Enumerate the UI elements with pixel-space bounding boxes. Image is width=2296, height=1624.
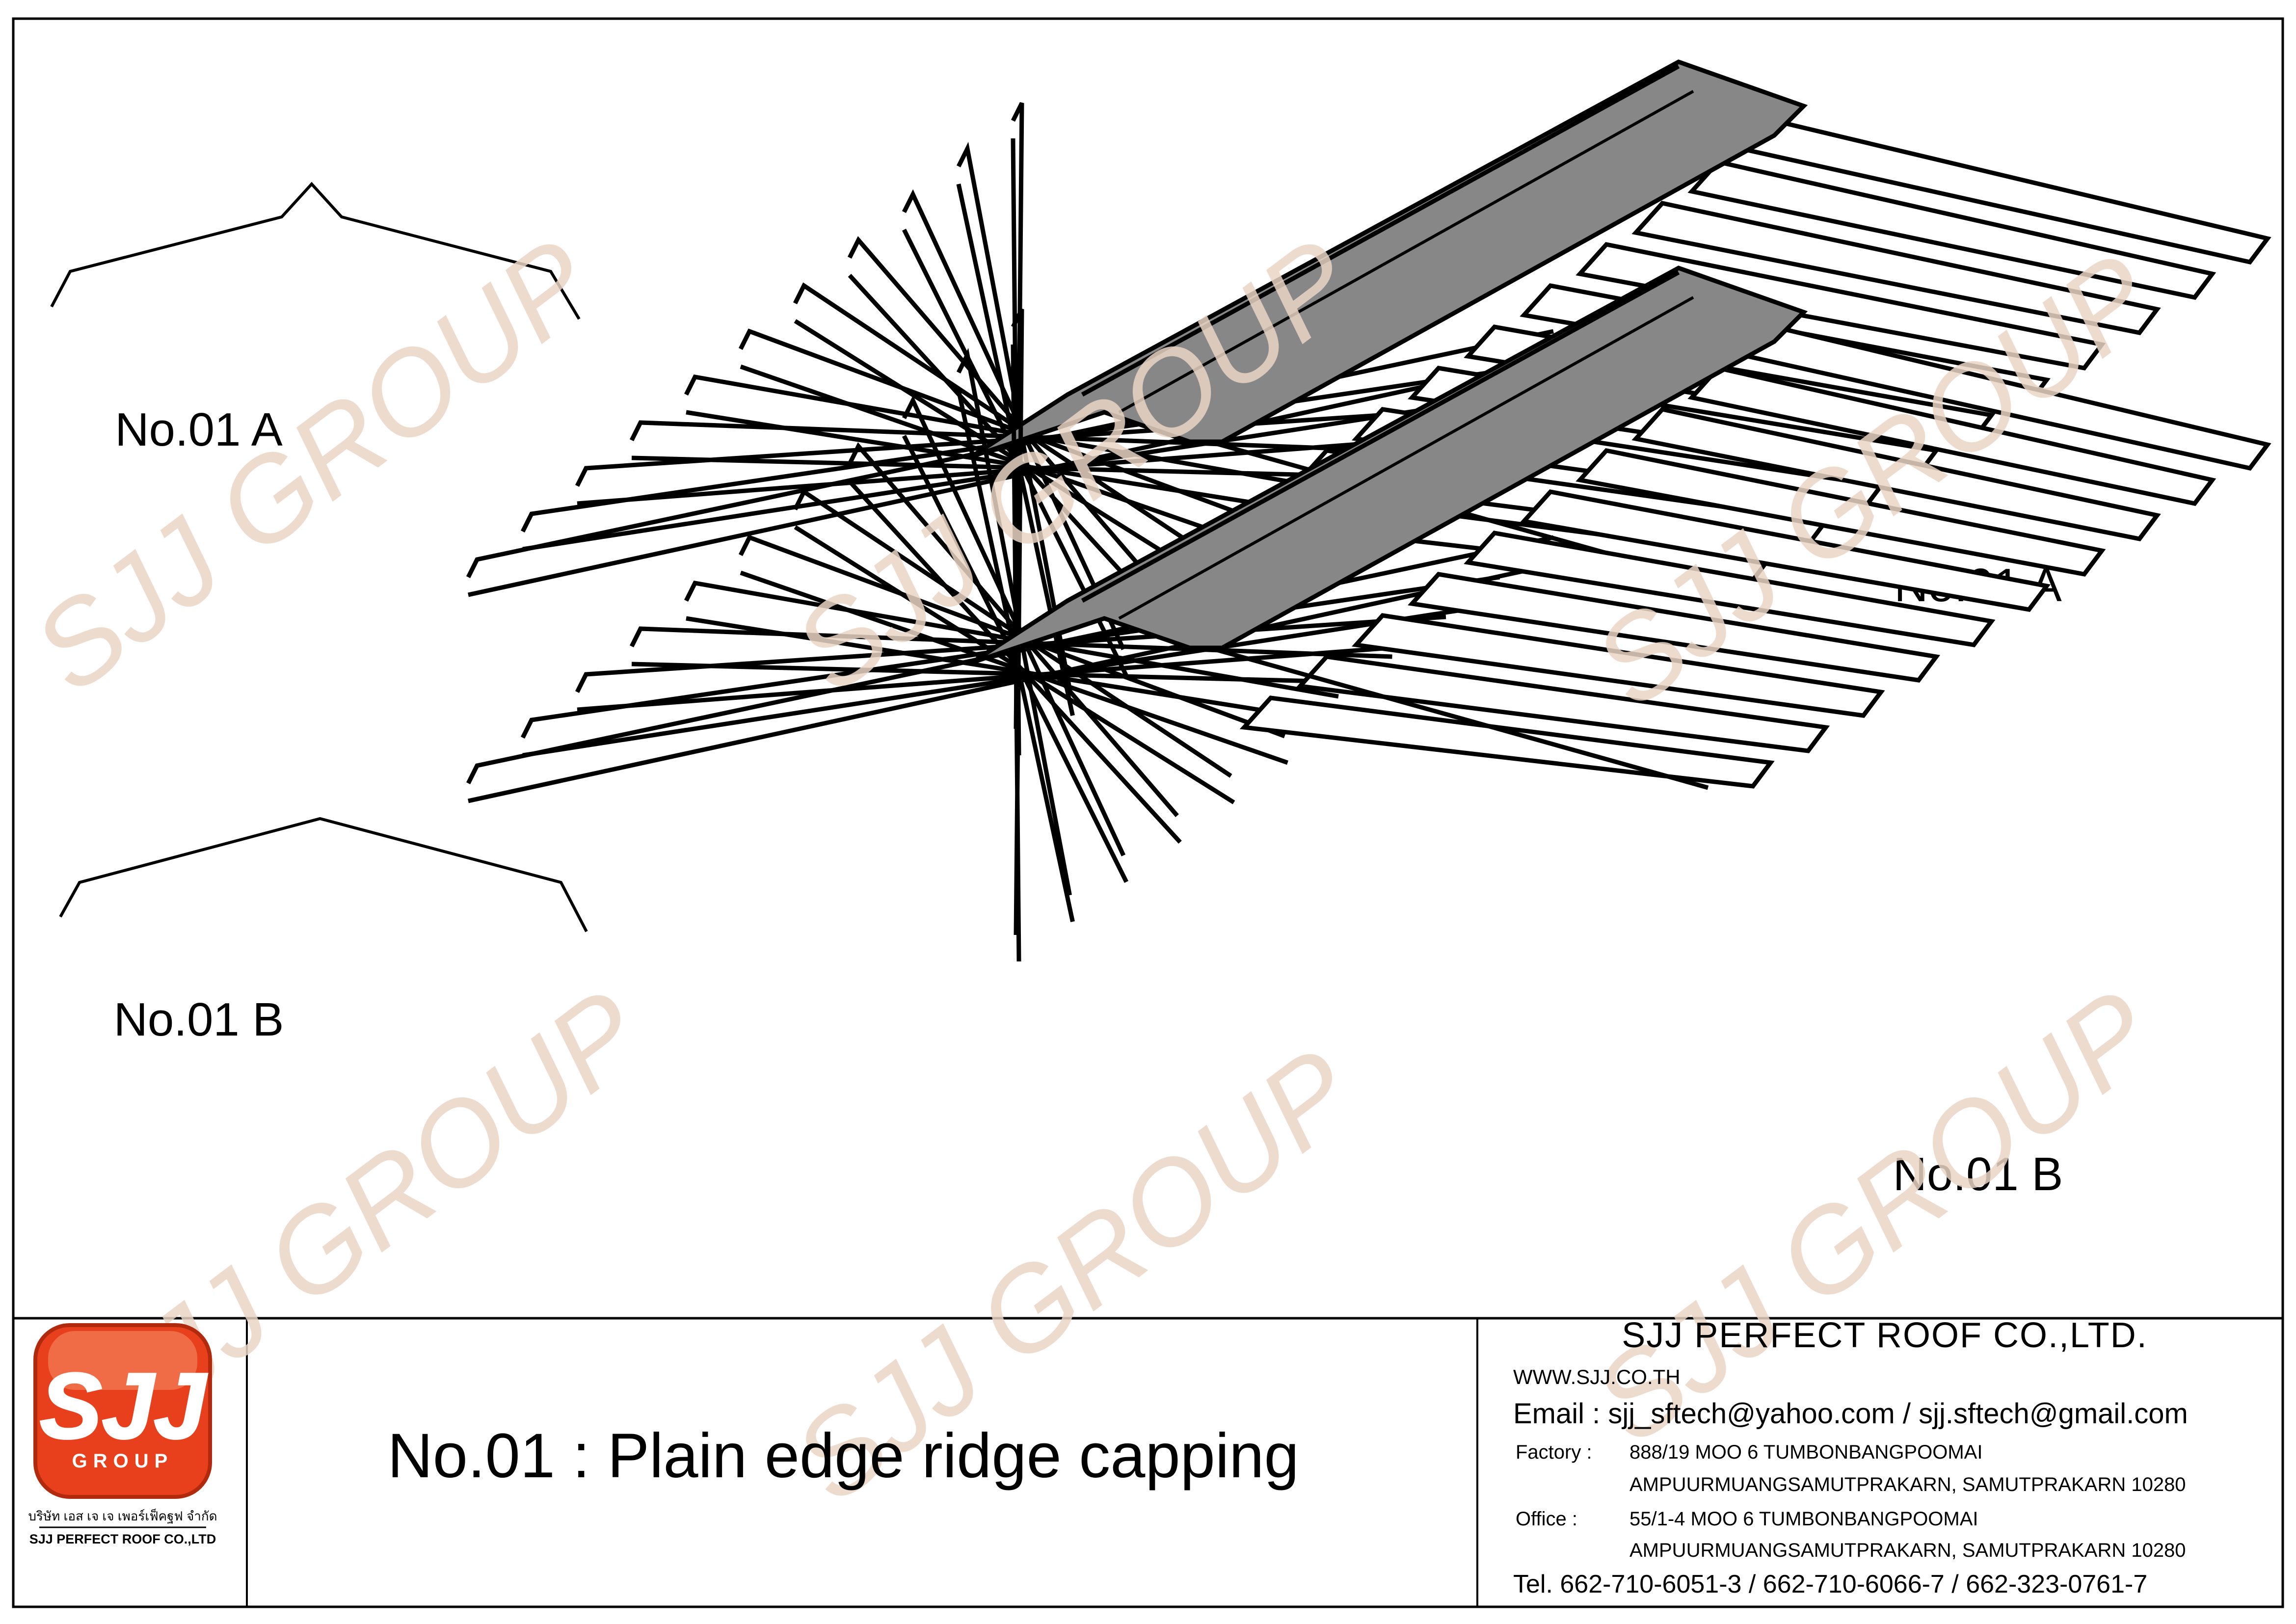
right-slope-rib — [1239, 695, 1775, 789]
office-address-line2: AMPUURMUANGSAMUTPRAKARN, SAMUTPRAKARN 10… — [1629, 1540, 2186, 1561]
company-website: WWW.SJJ.CO.TH — [1513, 1365, 1681, 1388]
ridge-cap-crest-line — [1081, 270, 1680, 603]
sheet-border — [12, 17, 2284, 1608]
right-slope-rib — [1575, 448, 2106, 577]
logo-subword: GROUP — [72, 1450, 174, 1472]
right-slope-rib — [1631, 407, 2161, 541]
office-label: Office : — [1516, 1508, 1577, 1530]
right-slope-rib — [1520, 489, 2051, 612]
ridge-profile-b — [59, 817, 588, 932]
company-email: Email : sjj_sftech@yahoo.com / sjj.sftec… — [1513, 1398, 2188, 1430]
watermark: SJJ GROUP — [9, 214, 616, 717]
watermark: SJJ GROUP — [1570, 965, 2177, 1468]
factory-address-line2: AMPUURMUANGSAMUTPRAKARN, SAMUTPRAKARN 10… — [1629, 1474, 2186, 1495]
left-slope-rib — [629, 626, 1395, 686]
right-slope-rib — [1687, 160, 2216, 300]
logo-english-name: SJJ PERFECT ROOF CO.,LTD — [29, 1532, 216, 1546]
company-tel: Tel. 662-710-6051-3 / 662-710-6066-7 / 6… — [1513, 1570, 2147, 1598]
company-name: SJJ PERFECT ROOF CO.,LTD. — [1622, 1316, 2147, 1355]
right-slope-rib — [1408, 572, 1941, 683]
left-slope-rib — [684, 580, 1342, 725]
factory-address-line1: 888/19 MOO 6 TUMBONBANGPOOMAI — [1629, 1441, 1982, 1463]
profile-a-label: No.01 A — [115, 403, 283, 456]
ridge-profile-a — [50, 182, 581, 320]
right-slope-rib — [1351, 613, 1885, 718]
right-slope-rib — [1687, 366, 2216, 506]
logo-thai-name: บริษัท เอส เจ เจ เพอร์เฟ็คฐฟ จำกัด — [28, 1508, 217, 1524]
logo-wordmark: SJJ — [40, 1354, 207, 1458]
logo-highlight — [48, 1331, 197, 1390]
ridge-cap-crest-line — [1081, 64, 1680, 397]
ridge-cap-fold-line — [1118, 90, 1694, 414]
company-logo: SJJ GROUP บริษัท เอส เจ เจ เพอร์เฟ็คฐฟ จ… — [28, 1323, 217, 1546]
drawing-title: No.01 : Plain edge ridge capping — [387, 1421, 1299, 1491]
ridge-cap — [970, 59, 1808, 459]
left-slope-rib — [1011, 308, 1024, 962]
roof-assembly-b — [466, 266, 2271, 962]
roof-b-label: No.01 B — [1893, 1148, 2063, 1200]
profile-b-label: No.01 B — [114, 993, 284, 1046]
right-slope-rib — [1631, 201, 2161, 335]
right-slope-rib — [1575, 242, 2106, 371]
office-address-line1: 55/1-4 MOO 6 TUMBONBANGPOOMAI — [1629, 1508, 1978, 1530]
ridge-cap — [970, 266, 1808, 665]
right-slope-rib — [1464, 531, 1996, 647]
factory-label: Factory : — [1516, 1441, 1592, 1463]
ridge-cap-fold-line — [1118, 296, 1694, 620]
